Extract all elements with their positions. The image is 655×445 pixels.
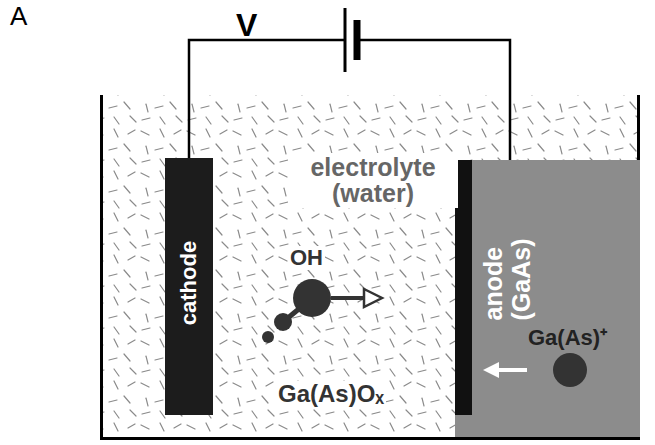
voltage-label: V bbox=[236, 8, 257, 43]
electrode-label: anode (GaAs) bbox=[480, 190, 535, 320]
ion-label: OH bbox=[288, 246, 325, 270]
electrode-label: cathode bbox=[178, 241, 200, 325]
circuit-wire bbox=[189, 40, 510, 160]
anode-electrode: anode (GaAs) bbox=[455, 160, 640, 437]
cathode-electrode: cathode bbox=[165, 158, 213, 415]
panel-letter: A bbox=[10, 2, 27, 31]
ion-label: Ga(As)⁺ bbox=[528, 326, 607, 350]
battery-symbol bbox=[345, 8, 357, 72]
oh-molecule bbox=[262, 279, 382, 343]
oxide-label: Ga(As)Oₓ bbox=[276, 381, 386, 407]
electrolyte-label: electrolyte (water) bbox=[288, 153, 458, 208]
